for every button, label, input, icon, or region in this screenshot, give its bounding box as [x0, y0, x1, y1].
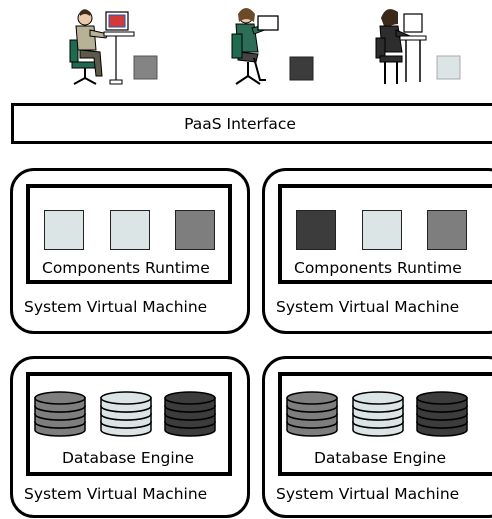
components-runtime-label: Components Runtime	[42, 259, 210, 277]
paas-interface-label: PaaS Interface	[184, 115, 296, 133]
users-row	[69, 8, 461, 85]
database-cylinder-icon	[164, 391, 216, 437]
user-2-status-square	[289, 56, 314, 81]
database-cylinder-icon	[352, 391, 404, 437]
user-with-laptop-icon	[231, 8, 279, 85]
database-cylinder-icon	[34, 391, 86, 437]
database-cylinder-icon	[286, 391, 338, 437]
user-at-computer-icon	[69, 9, 135, 85]
user-at-desk-icon	[375, 9, 427, 84]
component-square	[175, 210, 215, 250]
database-cylinder-icon	[416, 391, 468, 437]
component-square	[427, 210, 467, 250]
system-vm-label: System Virtual Machine	[24, 298, 208, 316]
component-square	[362, 210, 402, 250]
component-square	[110, 210, 150, 250]
database-engine-label: Database Engine	[314, 449, 447, 467]
system-vm-label: System Virtual Machine	[24, 485, 208, 503]
database-engine-label: Database Engine	[62, 449, 195, 467]
components-runtime-label: Components Runtime	[294, 259, 462, 277]
component-square	[44, 210, 84, 250]
user-3-status-square	[436, 55, 461, 80]
system-vm-label: System Virtual Machine	[276, 485, 460, 503]
user-1-status-square	[133, 55, 158, 80]
component-square	[296, 210, 336, 250]
system-vm-label: System Virtual Machine	[276, 298, 460, 316]
database-cylinder-icon	[100, 391, 152, 437]
paas-interface-bar	[11, 103, 492, 144]
